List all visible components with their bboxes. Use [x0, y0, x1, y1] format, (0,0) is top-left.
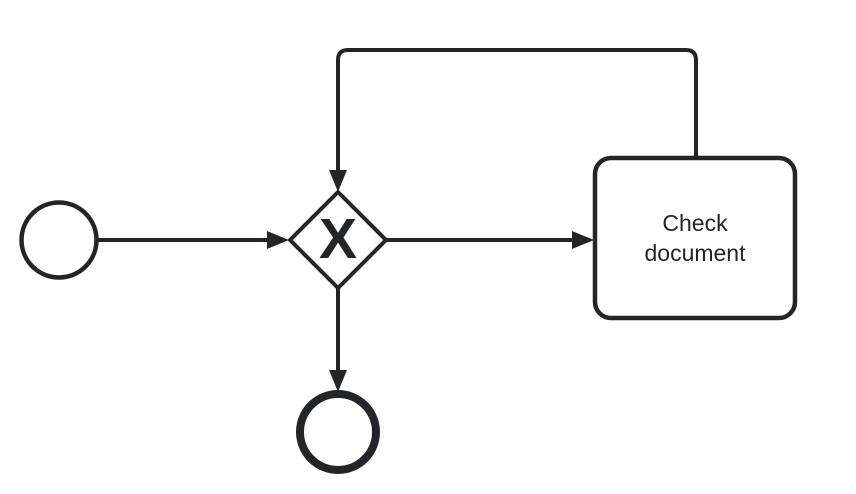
flow-line	[336, 48, 698, 171]
flow-task-to-gateway[interactable]	[329, 48, 698, 192]
flow-gateway-to-end[interactable]	[329, 288, 347, 392]
arrowhead-icon	[329, 370, 347, 392]
flow-gateway-to-task[interactable]	[386, 231, 594, 249]
flow-start-to-gateway[interactable]	[97, 231, 289, 249]
task-label: Check document	[644, 210, 746, 266]
task-check-document[interactable]	[592, 155, 798, 321]
end-event[interactable]	[296, 390, 380, 474]
arrowhead-icon	[329, 170, 347, 192]
start-event[interactable]	[19, 200, 99, 280]
arrowhead-icon	[572, 231, 594, 249]
exclusive-gateway[interactable]	[288, 190, 388, 290]
arrowhead-icon	[267, 231, 289, 249]
exclusive-gateway-x-marker: X	[318, 206, 358, 271]
